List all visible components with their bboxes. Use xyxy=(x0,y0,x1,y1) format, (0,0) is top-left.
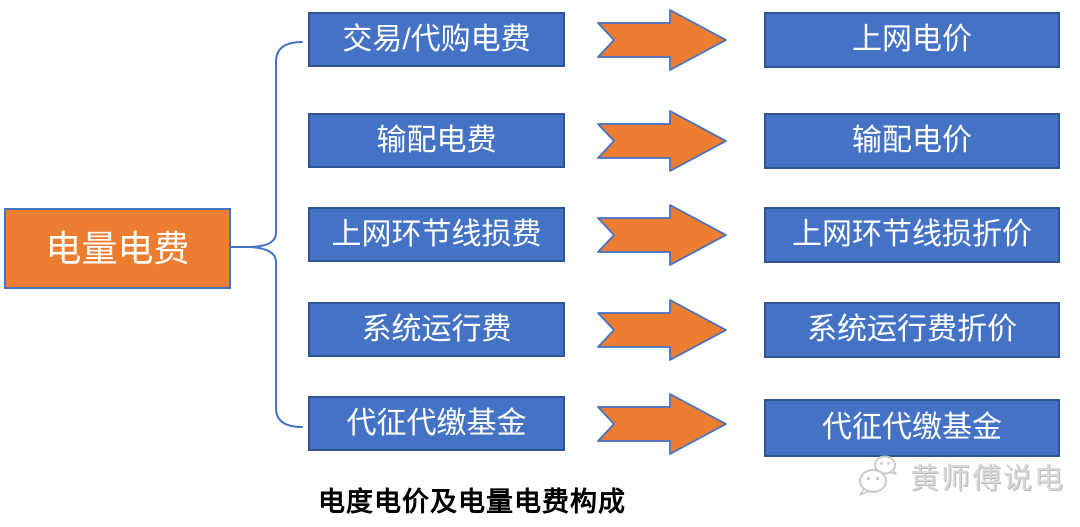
fee-node-1-label: 交易/代购电费 xyxy=(342,22,531,56)
root-node-label: 电量电费 xyxy=(45,227,190,269)
price-node-4-label: 系统运行费折价 xyxy=(807,313,1017,346)
fee-node-3: 上网环节线损费 xyxy=(308,207,565,262)
wechat-icon xyxy=(859,455,897,496)
watermark-label: 黄师傅说电 xyxy=(910,463,1066,495)
root-node: 电量电费 xyxy=(4,208,231,289)
diagram-caption: 电度电价及电量电费构成 xyxy=(318,487,626,517)
price-node-2: 输配电价 xyxy=(764,113,1060,169)
right-arrow-icon xyxy=(597,110,727,172)
fee-node-2-label: 输配电费 xyxy=(376,123,497,157)
price-node-4: 系统运行费折价 xyxy=(764,302,1060,358)
price-node-1-label: 上网电价 xyxy=(852,23,972,56)
price-node-5: 代征代缴基金 xyxy=(764,399,1060,457)
right-arrow-icon xyxy=(597,299,727,361)
right-arrow-icon xyxy=(597,393,727,455)
fee-node-5: 代征代缴基金 xyxy=(308,396,565,451)
right-arrow-icon xyxy=(597,9,727,71)
fee-node-5-label: 代征代缴基金 xyxy=(346,406,527,440)
price-node-3: 上网环节线损折价 xyxy=(764,207,1060,263)
fee-node-2: 输配电费 xyxy=(308,113,565,168)
price-node-5-label: 代征代缴基金 xyxy=(822,411,1002,444)
right-arrow-icon xyxy=(597,204,727,266)
price-node-3-label: 上网环节线损折价 xyxy=(792,218,1032,251)
watermark: 黄师傅说电 xyxy=(856,454,1065,498)
price-node-1: 上网电价 xyxy=(764,12,1060,68)
fee-node-4: 系统运行费 xyxy=(308,302,565,357)
fee-node-4-label: 系统运行费 xyxy=(361,312,512,346)
fee-node-3-label: 上网环节线损费 xyxy=(331,217,542,251)
price-node-2-label: 输配电价 xyxy=(852,124,972,157)
fee-node-1: 交易/代购电费 xyxy=(308,12,565,67)
